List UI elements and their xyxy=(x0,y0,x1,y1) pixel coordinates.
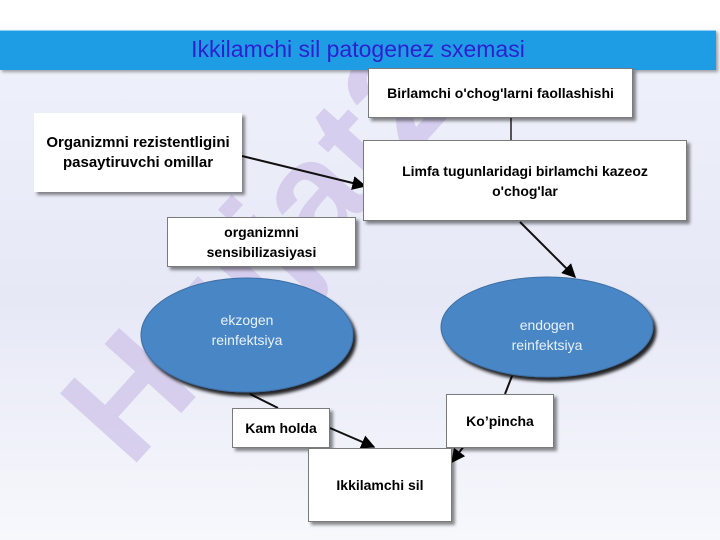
connector-endogenous-to-mostly xyxy=(504,375,513,395)
arrow-rarely-to-secondary xyxy=(329,427,376,449)
title-bar xyxy=(0,30,716,70)
primary-activation-box: Birlamchi o'chog'larni faollashishi xyxy=(368,68,633,118)
arrow-foci-to-endogenous xyxy=(519,221,576,278)
endogenous-label: endogen reinfektsiya xyxy=(511,317,583,353)
rarely-box: Kam holda xyxy=(232,408,330,448)
endogenous-ellipse xyxy=(440,276,654,378)
secondary-tb-box: Ikkilamchi sil xyxy=(308,448,452,522)
resistance-factors-box: Organizmni rezistentligini pasaytiruvchi… xyxy=(34,113,242,192)
sensitization-box: organizmni sensibilizasiyasi xyxy=(167,217,356,267)
arrow-factors-to-foci xyxy=(241,155,367,190)
connector-exogenous-to-rarely xyxy=(249,393,279,409)
mostly-box: Ko’pincha xyxy=(446,394,554,448)
exogenous-label: ekzogen reinfektsiya xyxy=(211,312,283,348)
page-title: Ikkilamchi sil patogenez sxemasi xyxy=(191,36,525,62)
exogenous-ellipse xyxy=(140,277,354,393)
lymph-node-foci-box: Limfa tugunlaridagi birlamchi kazeoz o'c… xyxy=(363,140,687,221)
